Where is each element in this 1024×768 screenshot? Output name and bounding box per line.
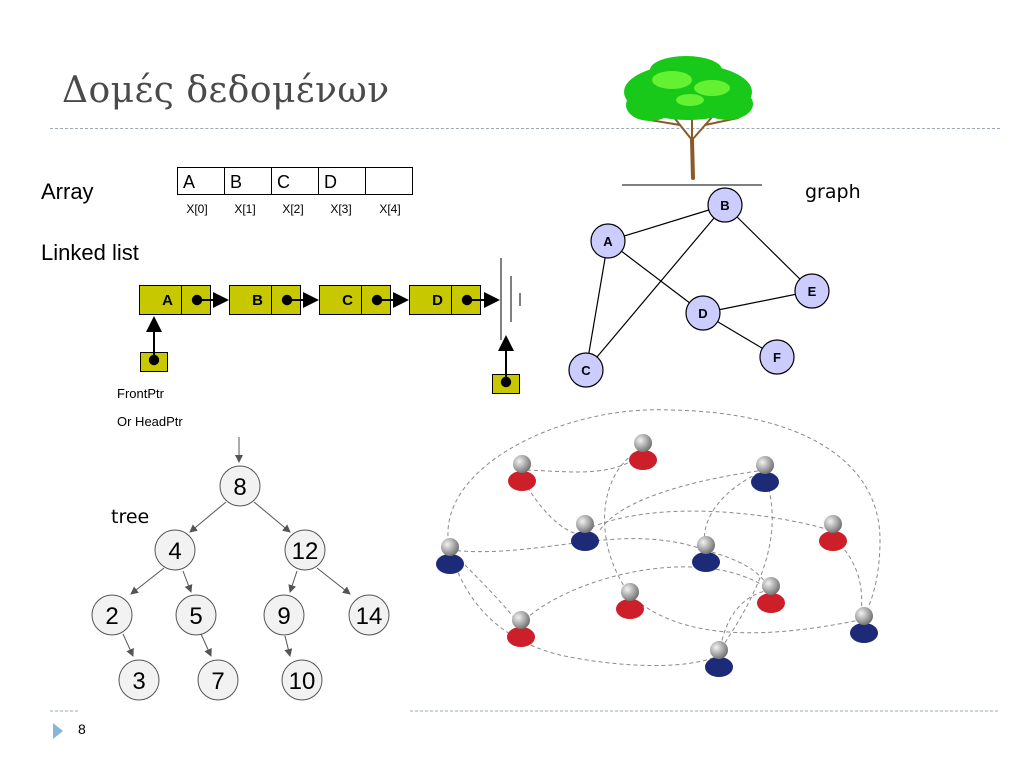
tree-node-label: 9 bbox=[277, 603, 290, 630]
graph-edges bbox=[585, 204, 813, 371]
tree-node: 8 bbox=[219, 465, 261, 507]
list-node-value: D bbox=[410, 286, 452, 314]
person-icon bbox=[705, 641, 733, 677]
tree-node: 12 bbox=[284, 529, 326, 571]
graph-node: F bbox=[759, 339, 795, 375]
head-ptr-label: Or HeadPtr bbox=[117, 414, 183, 429]
array-index: X[3] bbox=[330, 202, 352, 216]
person-icon bbox=[751, 456, 779, 492]
list-node: B bbox=[229, 285, 301, 315]
graph-label: graph bbox=[805, 181, 861, 203]
linked-list-label: Linked list bbox=[41, 240, 139, 265]
person-icon bbox=[850, 607, 878, 643]
tree-node: 9 bbox=[263, 594, 305, 636]
tree-edges bbox=[122, 437, 351, 657]
title-divider bbox=[50, 128, 1000, 129]
list-node-value: B bbox=[230, 286, 272, 314]
person-icon bbox=[508, 455, 536, 491]
network-links bbox=[447, 409, 881, 666]
tree-node-label: 7 bbox=[211, 668, 224, 695]
list-node-value: A bbox=[140, 286, 182, 314]
list-links bbox=[146, 292, 514, 388]
graph-node-label: C bbox=[581, 363, 591, 378]
tree-label: tree bbox=[111, 506, 150, 528]
graph-node: D bbox=[685, 295, 721, 331]
person-icon bbox=[692, 536, 720, 572]
person-icon bbox=[616, 583, 644, 619]
tree-node: 3 bbox=[118, 659, 160, 701]
tree-node: 2 bbox=[91, 594, 133, 636]
tree-node-label: 10 bbox=[289, 668, 316, 695]
person-icon bbox=[507, 611, 535, 647]
tree-node-label: 14 bbox=[356, 603, 383, 630]
tree-node-label: 4 bbox=[168, 538, 181, 565]
graph-node-label: A bbox=[603, 234, 613, 249]
tree-node-label: 8 bbox=[233, 474, 246, 501]
front-ptr-label: FrontPtr bbox=[117, 386, 164, 401]
slide-title: Δομές δεδομένων bbox=[62, 70, 390, 111]
tree-node: 5 bbox=[175, 594, 217, 636]
bullet-arrow-icon bbox=[53, 723, 63, 739]
person-icon bbox=[629, 434, 657, 470]
array-index: X[4] bbox=[379, 202, 401, 216]
array-label: Array bbox=[41, 179, 94, 204]
tree-node: 14 bbox=[348, 594, 390, 636]
person-icon bbox=[819, 515, 847, 551]
list-node-value: C bbox=[320, 286, 362, 314]
page-number: 8 bbox=[78, 721, 86, 737]
array-cell bbox=[365, 167, 413, 195]
tree-node-label: 5 bbox=[189, 603, 202, 630]
person-icon bbox=[571, 515, 599, 551]
tree-node: 4 bbox=[154, 529, 196, 571]
array-diagram: A B C D bbox=[177, 167, 413, 195]
tree-node-label: 3 bbox=[132, 668, 145, 695]
person-icon bbox=[436, 538, 464, 574]
graph-node: A bbox=[590, 223, 626, 259]
tree-picture-icon bbox=[622, 56, 762, 186]
tree-node-label: 2 bbox=[105, 603, 118, 630]
graph-node-label: E bbox=[808, 284, 817, 299]
array-index: X[0] bbox=[186, 202, 208, 216]
graph-node-label: B bbox=[720, 198, 729, 213]
graph-node: E bbox=[794, 273, 830, 309]
null-ground-icon bbox=[500, 258, 521, 340]
graph-node: C bbox=[568, 352, 604, 388]
tree-node: 7 bbox=[197, 659, 239, 701]
array-index: X[2] bbox=[282, 202, 304, 216]
person-icon bbox=[757, 577, 785, 613]
tree-node-label: 12 bbox=[292, 538, 319, 565]
graph-node: B bbox=[707, 187, 743, 223]
graph-node-label: F bbox=[773, 350, 781, 365]
tree-node: 10 bbox=[281, 659, 323, 701]
array-index: X[1] bbox=[234, 202, 256, 216]
graph-node-label: D bbox=[698, 306, 707, 321]
